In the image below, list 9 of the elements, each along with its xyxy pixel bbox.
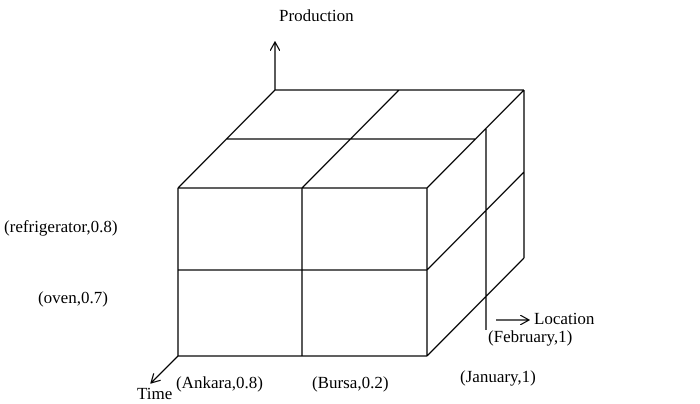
axis-label: (Bursa,0.2) xyxy=(312,373,388,393)
axis-label: (Ankara,0.8) xyxy=(176,373,263,393)
axis-label: (refrigerator,0.8) xyxy=(4,217,118,237)
axis-label: Location xyxy=(534,309,594,329)
axis-label: (oven,0.7) xyxy=(38,288,108,308)
axis-label: Production xyxy=(279,6,354,26)
axis-label: Time xyxy=(137,384,172,404)
axis-label: (February,1) xyxy=(488,327,572,347)
axis-label: (January,1) xyxy=(460,367,536,387)
